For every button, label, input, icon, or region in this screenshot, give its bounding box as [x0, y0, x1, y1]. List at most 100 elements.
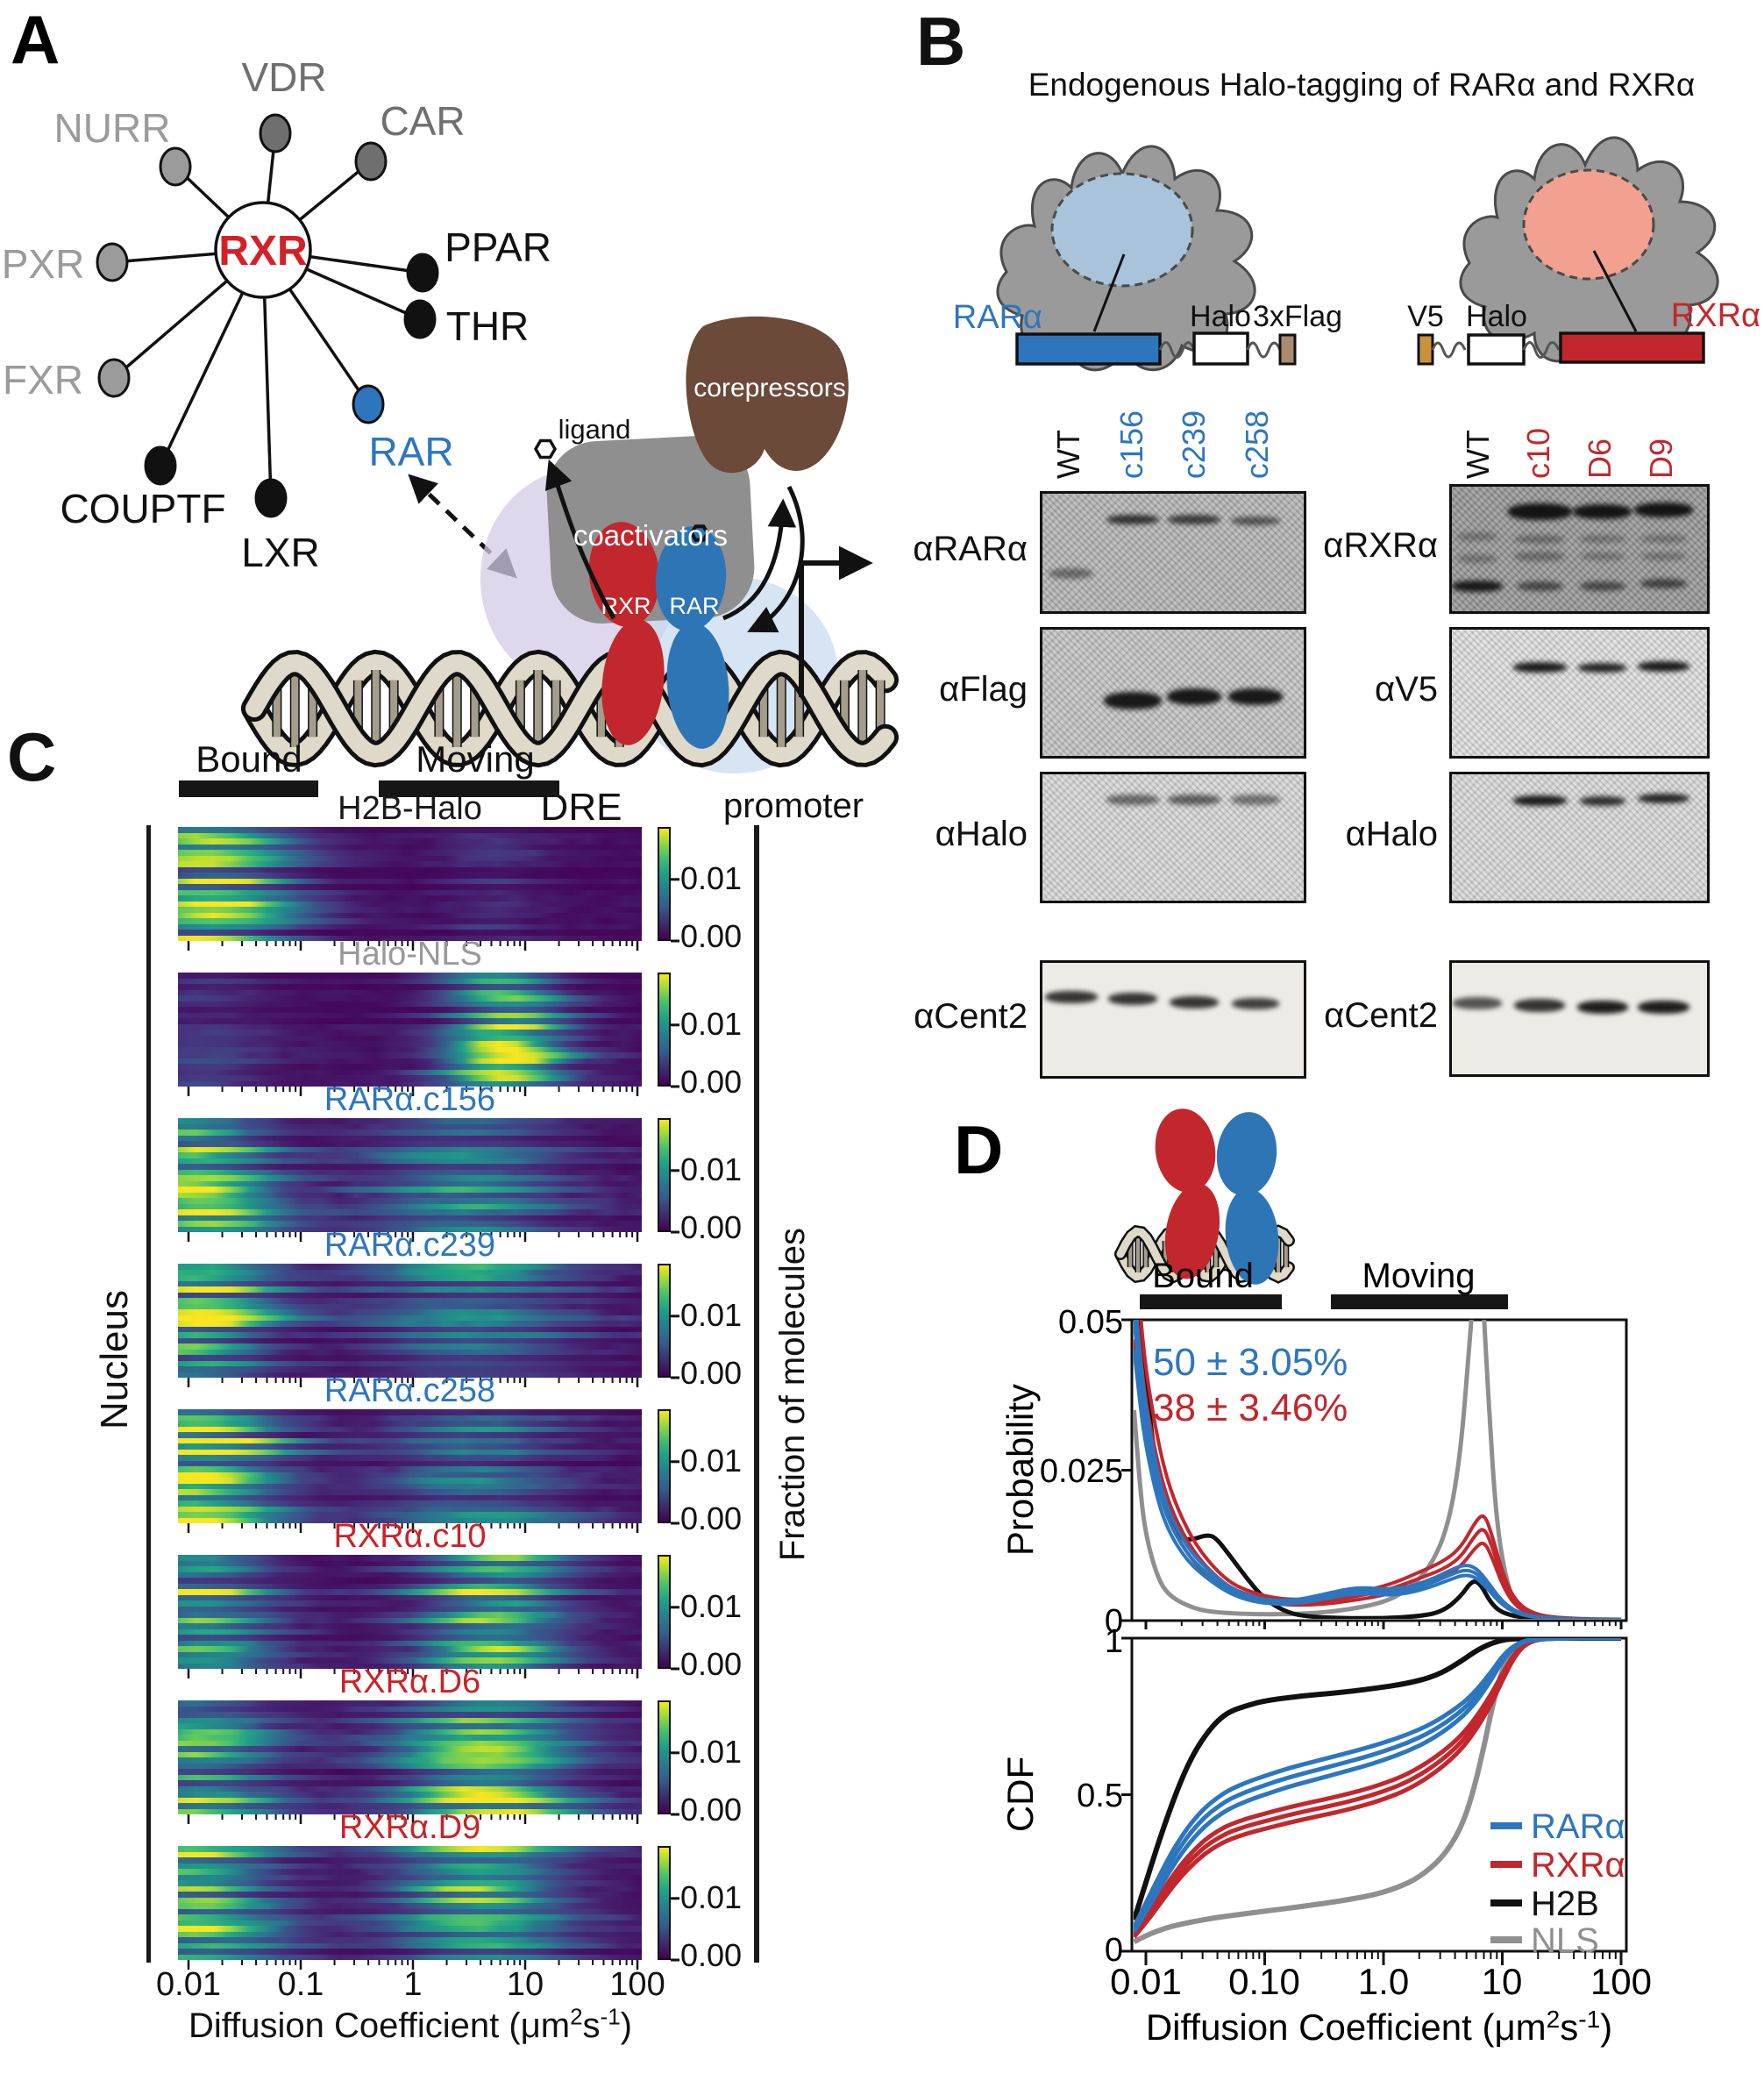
heatmap-row — [178, 1506, 642, 1512]
heatmap-row — [178, 1118, 642, 1124]
heatmap-row — [178, 1326, 642, 1332]
heatmap-row — [178, 889, 642, 895]
bound-fraction-rar: 50 ± 3.05% — [1153, 1341, 1348, 1384]
heatmap-row — [178, 1763, 642, 1769]
heatmap-row — [178, 1192, 642, 1198]
heatmap-row — [178, 1880, 642, 1886]
blot-image — [1040, 772, 1306, 903]
lane-label: D6 — [1579, 395, 1621, 479]
heatmap-row — [178, 1617, 642, 1623]
heatmap-row — [178, 1432, 642, 1438]
heatmap-row — [178, 1064, 642, 1070]
c-xlabel-sup: 2 — [570, 2003, 583, 2030]
ligand-release-arrow — [544, 459, 616, 620]
heatmap-row — [178, 1303, 642, 1309]
heatmap-title: RXRα.D9 — [338, 1809, 481, 1846]
d-xtick: 0.10 — [1228, 1961, 1300, 2002]
colorbar-tick-label: 0.01 — [680, 1151, 743, 1187]
cdf-ytick: 0 — [1105, 1932, 1123, 1969]
heatmap-row — [178, 1426, 642, 1432]
heatmap-row — [178, 832, 642, 838]
c-xlabel-part: Diffusion Coefficient ( — [188, 2006, 521, 2045]
heatmap-row — [178, 1700, 642, 1707]
nucleus — [1522, 168, 1655, 281]
heatmap-row — [178, 1640, 642, 1646]
colorbar-tick-label: 0.00 — [680, 1792, 743, 1828]
d-bound-label: Bound — [1152, 1257, 1254, 1295]
right-construct-halo-label: Halo — [1466, 300, 1527, 333]
d-bound-bar — [1140, 1294, 1282, 1309]
lane-label-text: c258 — [1238, 410, 1275, 479]
heatmap-row — [178, 1920, 642, 1926]
heatmap-row — [178, 1409, 642, 1415]
c-xlabel-part: s — [582, 2006, 601, 2045]
heatmap-row — [178, 1857, 642, 1864]
blot-image — [1040, 491, 1306, 614]
antibody-label: αRXRα — [1323, 526, 1438, 565]
blot-image — [1040, 960, 1306, 1079]
nucleus — [1050, 172, 1194, 288]
blot-band — [1576, 1001, 1628, 1015]
d-xtick-labels: 0.01 0.10 1.0 10 100 — [1110, 1961, 1652, 2002]
blot-image — [1449, 960, 1710, 1077]
heatmap-row — [178, 973, 642, 979]
lane-label-text: WT — [1459, 430, 1496, 479]
heatmap-row — [178, 1651, 642, 1657]
heatmap-row — [178, 844, 642, 850]
panel-b-cells: RARα Halo 3xFlag V5 Halo RXRα — [953, 136, 1760, 372]
heatmap-row — [178, 1018, 642, 1024]
heatmap-row — [178, 1203, 642, 1209]
panel-b-title: Endogenous Halo-tagging of RARα and RXRα — [1028, 67, 1696, 103]
heatmap-row — [178, 1897, 642, 1903]
blot-image — [1040, 627, 1306, 759]
heatmap-row — [178, 1846, 642, 1852]
heatmap-row — [178, 1657, 642, 1664]
blot-band — [1640, 535, 1687, 543]
heatmap-row — [178, 918, 642, 924]
linker-squiggle — [1522, 341, 1561, 359]
heatmap-row — [178, 827, 642, 833]
d-legend: RARα RXRα H2B NLS — [1490, 1807, 1625, 1960]
heatmap-row — [178, 1035, 642, 1041]
c-moving-label: Moving — [416, 738, 535, 780]
leader-line — [1592, 250, 1638, 332]
helix-strand — [245, 653, 894, 764]
panel-d: D Bound Moving 0.05 0.025 0 Probability … — [954, 1108, 1652, 2048]
heatmap-row — [178, 1460, 642, 1466]
blot-band — [1227, 688, 1284, 705]
corepressor-out-arrow — [747, 485, 805, 633]
heatmap-row — [178, 1728, 642, 1735]
RARa-cdf-curve — [1134, 1638, 1621, 1934]
heatmap-row — [178, 1007, 642, 1013]
d-xtick: 0.01 — [1110, 1961, 1182, 2002]
right-construct-gene-label: RXRα — [1671, 297, 1760, 334]
linker-squiggle — [1246, 341, 1282, 359]
d-rxr-lobe-top — [1155, 1108, 1216, 1193]
heatmap-row — [178, 1349, 642, 1355]
lane-label: c156 — [1111, 395, 1153, 479]
heatmap-row — [178, 1269, 642, 1275]
colorbar — [658, 1264, 671, 1378]
legend-label-rar: RARα — [1531, 1807, 1625, 1846]
d-xtick: 10 — [1482, 1961, 1523, 2002]
colorbar-tick-label: 0.00 — [680, 1064, 743, 1100]
heatmap-row — [178, 1209, 642, 1215]
linker-squiggle — [1431, 341, 1467, 359]
heatmap-row — [178, 1797, 642, 1803]
colorbar — [658, 1555, 671, 1669]
RXRa-cdf-curve — [1134, 1638, 1621, 1935]
heatmap-row — [178, 1942, 642, 1949]
heatmap-row — [178, 1141, 642, 1147]
heatmap-row — [178, 935, 642, 941]
label-nurr: NURR — [54, 105, 171, 151]
node-nurr — [159, 146, 192, 187]
label-rar: RAR — [368, 429, 453, 474]
d-rar-lobe-bottom — [1225, 1188, 1279, 1285]
heatmap-row — [178, 1623, 642, 1629]
heatmap-row — [178, 995, 642, 1001]
rar-lobe-top — [655, 526, 727, 631]
heatmap-row — [178, 1757, 642, 1764]
heatmap-row — [178, 1751, 642, 1757]
label-fxr: FXR — [3, 357, 83, 403]
colorbar — [658, 827, 671, 941]
